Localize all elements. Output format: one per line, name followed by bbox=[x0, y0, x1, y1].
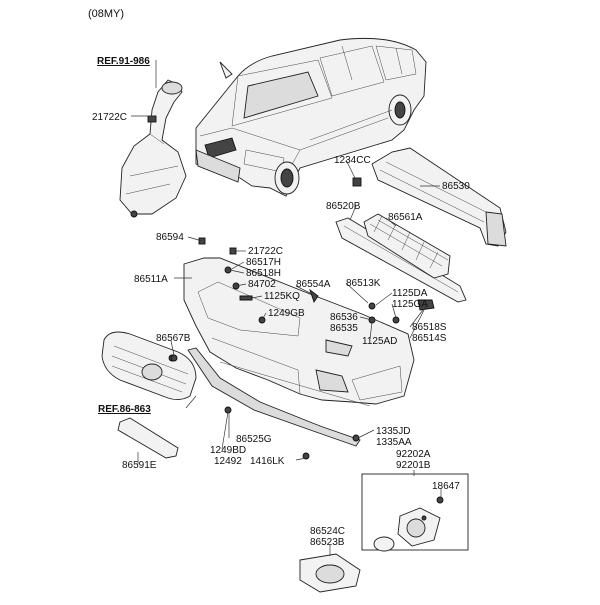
label-21722c-upper: 21722C bbox=[92, 112, 127, 123]
model-year-label: (08MY) bbox=[88, 8, 124, 20]
label-86530: 86530 bbox=[442, 181, 470, 192]
label-86554a: 86554A bbox=[296, 279, 331, 290]
label-86523b: 86523B bbox=[310, 537, 345, 548]
bumper-cover bbox=[183, 257, 415, 407]
label-86561a: 86561A bbox=[388, 212, 423, 223]
fog-lamp-cover bbox=[299, 553, 361, 593]
label-86536: 86536 bbox=[330, 312, 358, 323]
label-21722c-lower: 21722C bbox=[248, 246, 283, 257]
ref-grille-label: REF.86-863 bbox=[98, 404, 151, 415]
label-86518s: 86518S bbox=[412, 322, 447, 333]
washer-reservoir bbox=[119, 79, 187, 218]
label-86591e: 86591E bbox=[122, 460, 157, 471]
part-labels: REF.91-986 REF.86-863 21722C 1234CC 8653… bbox=[92, 56, 470, 548]
label-86514s: 86514S bbox=[412, 333, 447, 344]
label-86594: 86594 bbox=[156, 232, 184, 243]
label-1125ad: 1125AD bbox=[362, 336, 397, 347]
lower-lip bbox=[187, 347, 361, 447]
label-1335aa: 1335AA bbox=[376, 437, 412, 448]
label-86525g: 86525G bbox=[236, 434, 272, 445]
label-92201b: 92201B bbox=[396, 460, 431, 471]
label-1125ga: 1125GA bbox=[392, 299, 428, 310]
label-1249bd: 1249BD bbox=[210, 445, 246, 456]
back-beam bbox=[352, 147, 507, 247]
energy-absorber bbox=[335, 217, 467, 303]
vehicle-illustration bbox=[195, 37, 427, 197]
label-86567b: 86567B bbox=[156, 333, 191, 344]
leader-lines bbox=[131, 60, 442, 556]
label-84702: 84702 bbox=[248, 279, 276, 290]
label-92202a: 92202A bbox=[396, 449, 431, 460]
label-86513k: 86513K bbox=[346, 278, 381, 289]
label-12492: 12492 bbox=[214, 456, 242, 467]
label-86520b: 86520B bbox=[326, 201, 361, 212]
ref-washer-label: REF.91-986 bbox=[97, 56, 150, 67]
label-18647: 18647 bbox=[432, 481, 460, 492]
lower-grille-insert bbox=[363, 213, 451, 279]
label-1234cc: 1234CC bbox=[334, 155, 371, 166]
label-1335jd: 1335JD bbox=[376, 426, 410, 437]
label-1125kq: 1125KQ bbox=[264, 291, 300, 302]
label-86535: 86535 bbox=[330, 323, 358, 334]
label-1249gb: 1249GB bbox=[268, 308, 305, 319]
fasteners bbox=[170, 237, 435, 460]
label-86518h: 86518H bbox=[246, 268, 281, 279]
label-1416lk: 1416LK bbox=[250, 456, 285, 467]
label-1125da: 1125DA bbox=[392, 288, 428, 299]
fog-lamp-box bbox=[361, 473, 469, 552]
license-bracket bbox=[117, 417, 179, 459]
label-86517h: 86517H bbox=[246, 257, 281, 268]
label-86511a: 86511A bbox=[134, 274, 168, 285]
label-86524c: 86524C bbox=[310, 526, 345, 537]
